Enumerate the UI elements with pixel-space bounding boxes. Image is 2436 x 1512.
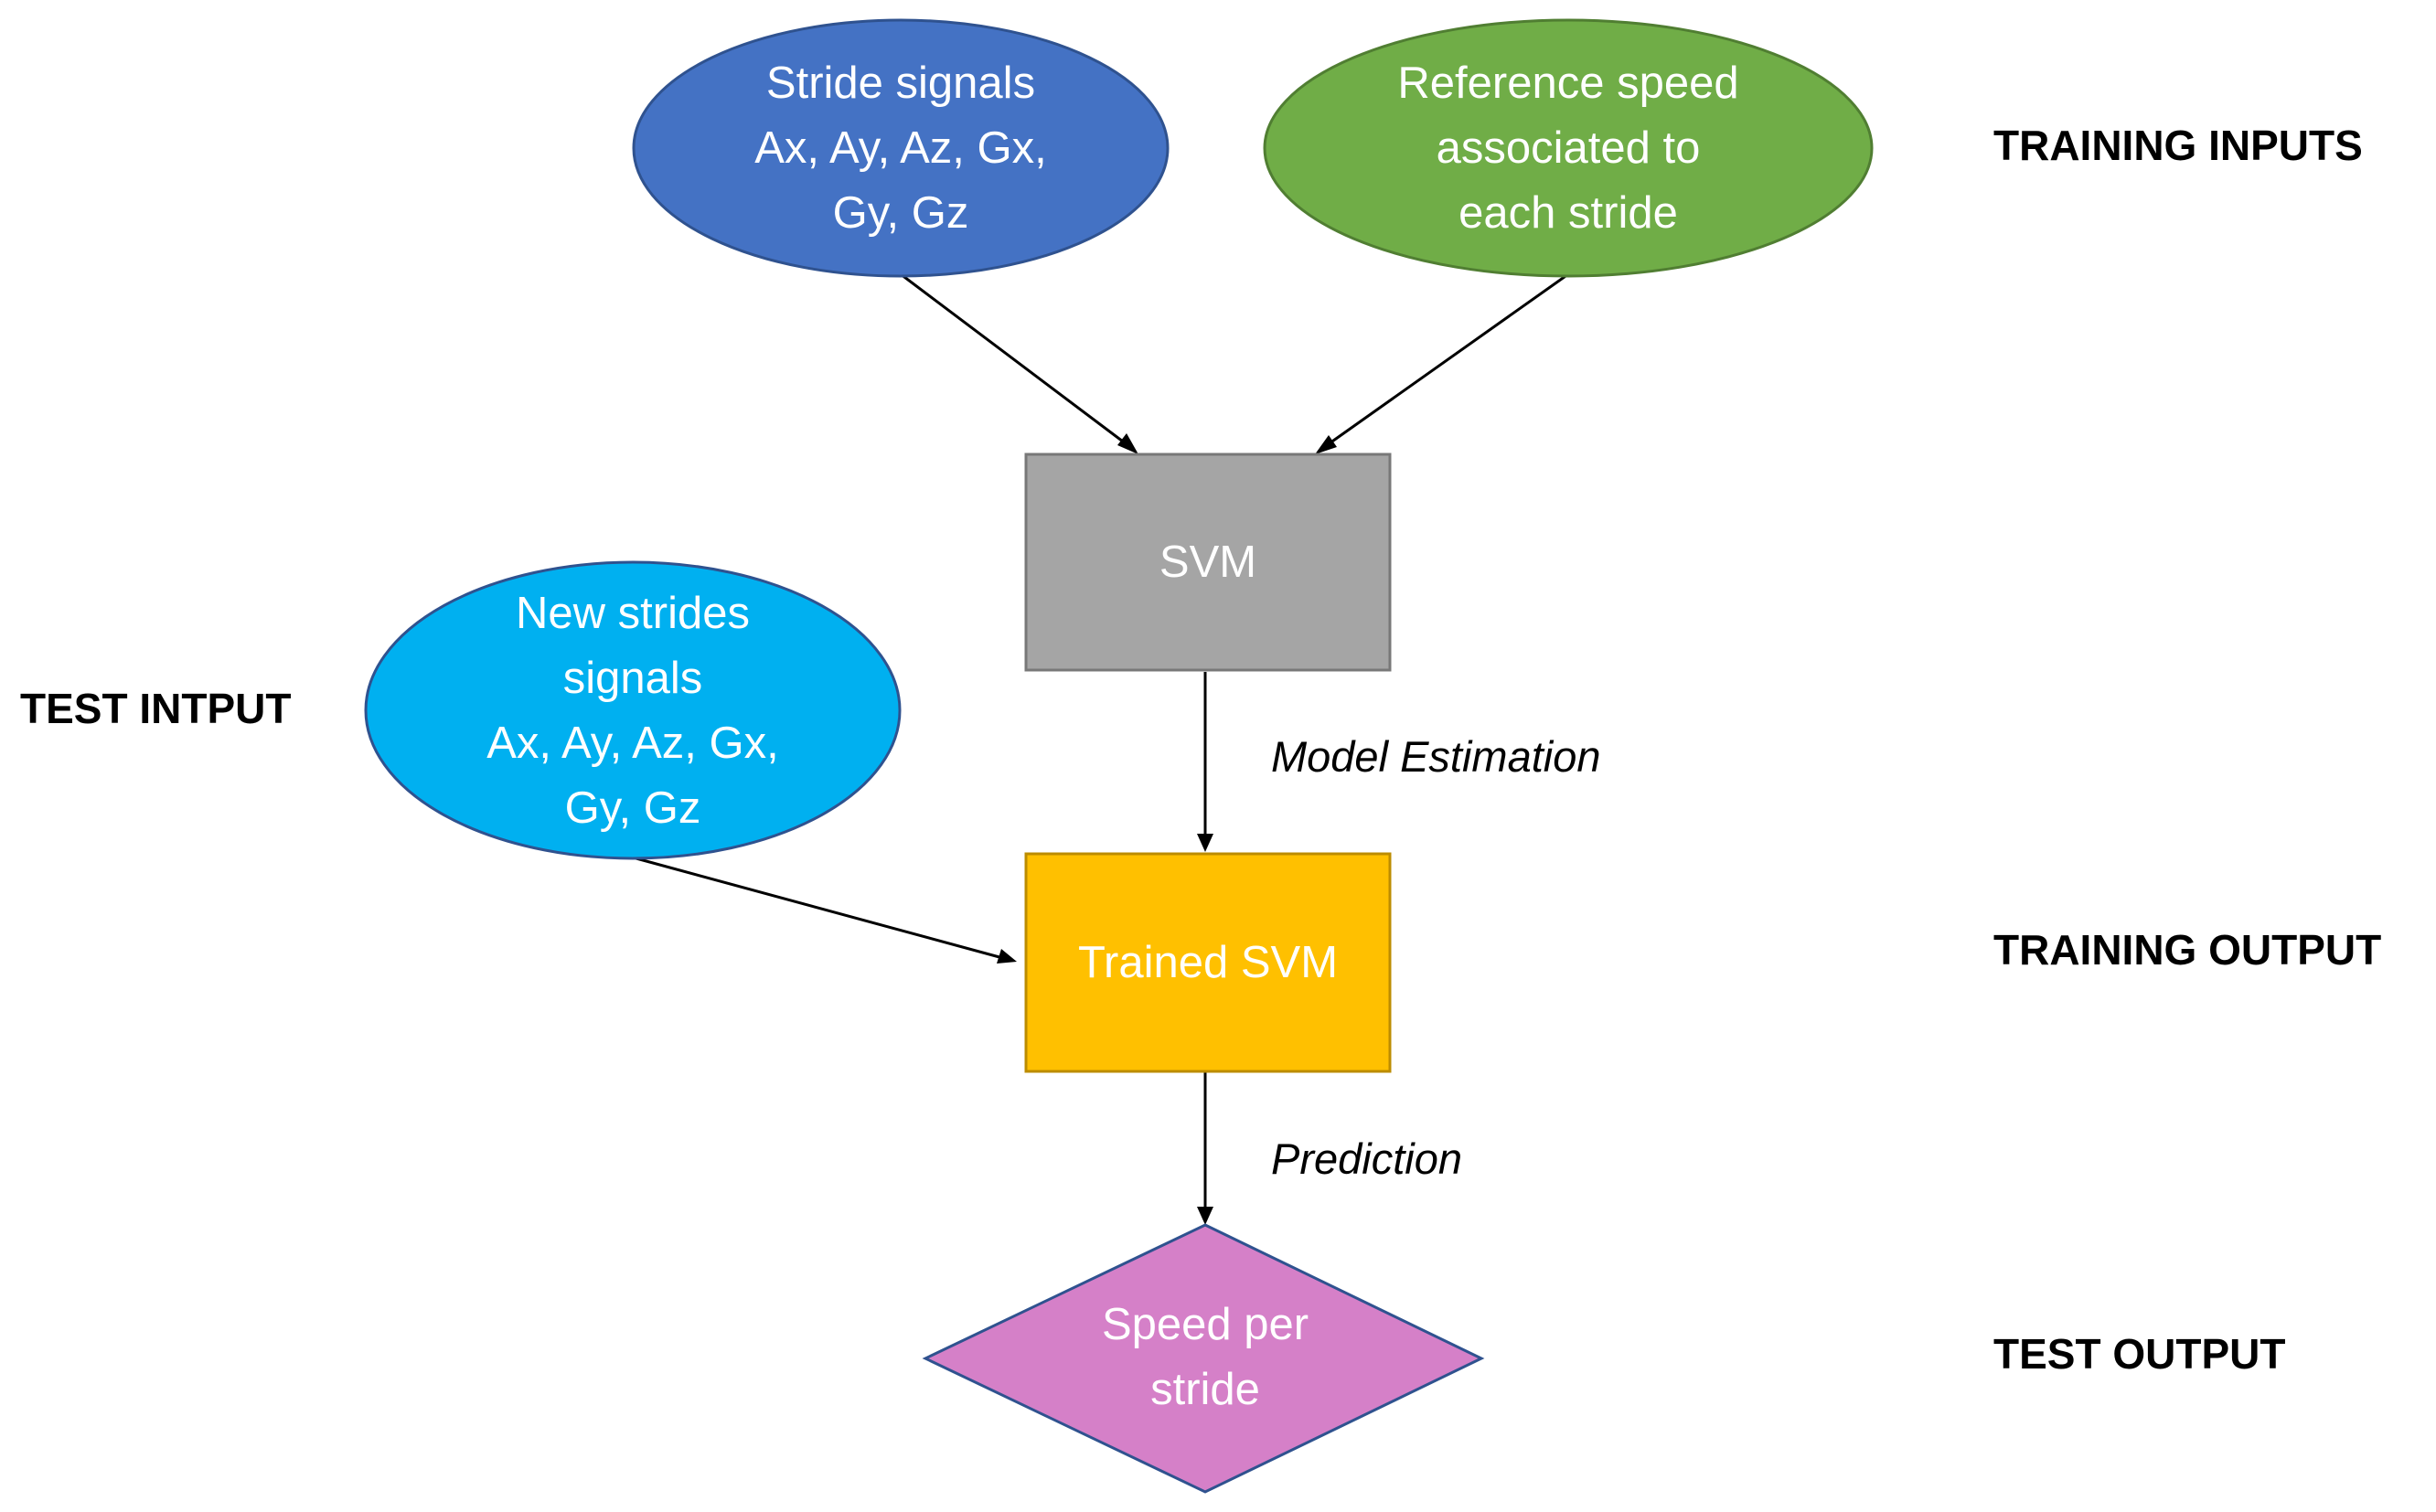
arrow-newstrides-to-trained — [632, 856, 1010, 962]
model-estimation-label: Model Estimation — [1271, 732, 1601, 781]
arrow-reference-to-svm — [1320, 272, 1569, 452]
reference-speed-label: Reference speed associated to each strid… — [1397, 59, 1739, 238]
stride-signals-ellipse — [632, 18, 1170, 278]
new-strides-label: New strides signals Ax, Ay, Az, Gx, Gy, … — [486, 588, 779, 833]
reference-speed-ellipse — [1263, 18, 1874, 278]
test-input-label: TEST INTPUT — [20, 685, 292, 732]
training-output-label: TRAINING OUTPUT — [1993, 926, 2382, 974]
stride-signals-label: Stride signals Ax, Ay, Az, Gx, Gy, Gz — [754, 59, 1047, 238]
arrowhead-stride-to-svm — [1117, 433, 1138, 454]
arrowhead-reference-to-svm — [1315, 435, 1337, 454]
svm-label: SVM — [1159, 537, 1257, 587]
test-output-label: TEST OUTPUT — [1993, 1330, 2286, 1378]
training-inputs-label: TRAINING INPUTS — [1993, 122, 2363, 169]
arrowhead-trained-to-speed — [1197, 1207, 1213, 1225]
new-strides-ellipse — [364, 560, 902, 860]
speed-per-stride-label: Speed per stride — [1101, 1300, 1309, 1414]
arrowhead-svm-to-trained — [1197, 834, 1213, 852]
speed-per-stride-diamond — [922, 1223, 1485, 1494]
arrowhead-newstrides-to-trained — [997, 949, 1017, 964]
trained-svm-box — [1024, 852, 1392, 1073]
arrow-stride-to-svm — [900, 272, 1135, 452]
trained-svm-label: Trained SVM — [1077, 937, 1339, 987]
prediction-label: Prediction — [1271, 1134, 1462, 1183]
svm-box — [1024, 453, 1392, 672]
